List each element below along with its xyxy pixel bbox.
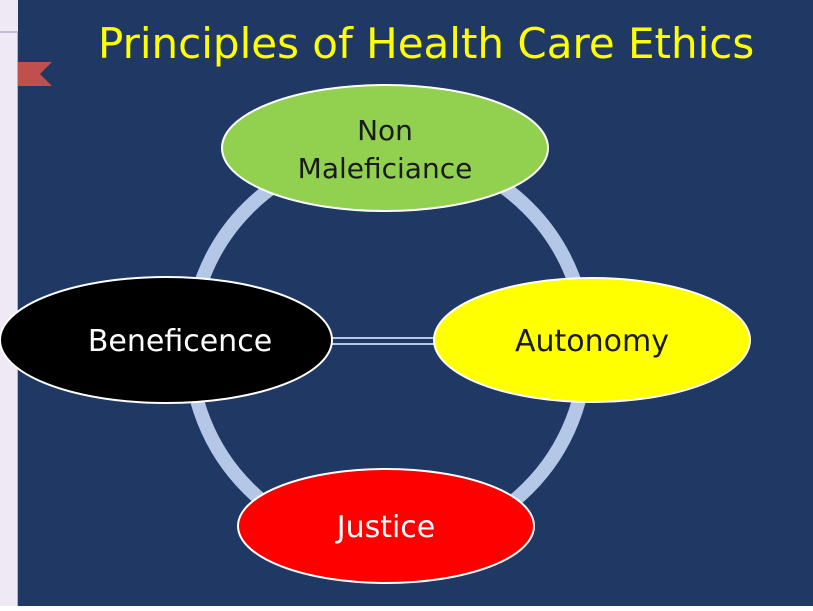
autonomy-label: Autonomy xyxy=(515,324,669,359)
connector-line xyxy=(329,337,441,345)
justice-label: Justice xyxy=(335,510,436,545)
slide-title: Principles of Health Care Ethics xyxy=(98,19,754,68)
non-maleficence-ellipse xyxy=(221,84,549,212)
non-maleficence-label-line2: Maleficiance xyxy=(298,152,473,185)
node-beneficence: Beneficence xyxy=(0,276,333,404)
node-justice: Justice xyxy=(237,468,535,584)
node-autonomy: Autonomy xyxy=(433,277,751,403)
non-maleficence-label-line1: Non xyxy=(357,114,413,147)
left-panel xyxy=(0,0,18,606)
node-non-maleficence: Non Maleficiance xyxy=(221,84,549,212)
beneficence-ellipse xyxy=(0,276,333,404)
ribbon-icon xyxy=(18,62,52,86)
autonomy-ellipse xyxy=(433,277,751,403)
justice-ellipse xyxy=(237,468,535,584)
beneficence-label: Beneficence xyxy=(88,324,272,359)
